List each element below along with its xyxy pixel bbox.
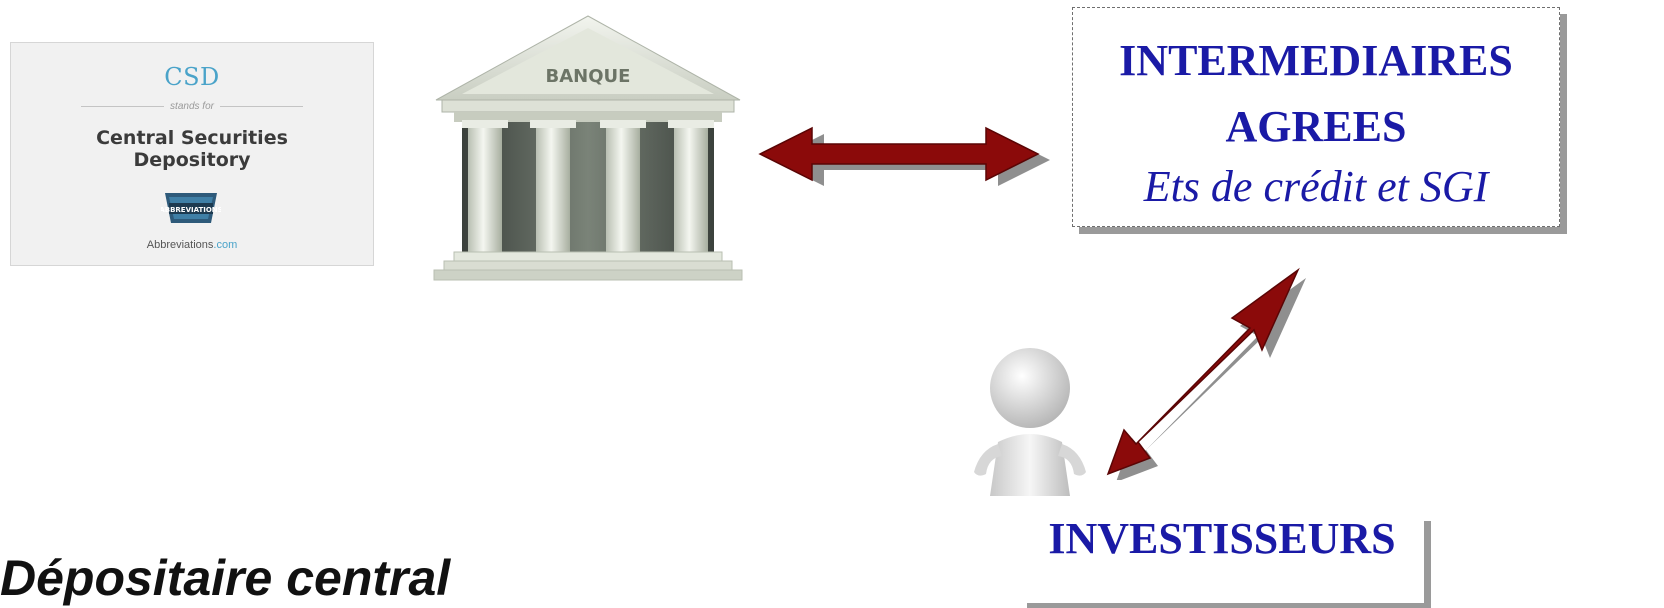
bank-columns — [462, 120, 714, 252]
intermediaires-detail: Ets de crédit et SGI — [1143, 162, 1489, 211]
intermediaires-box: INTERMEDIAIRES AGREES Ets de crédit et S… — [1072, 7, 1560, 227]
csd-stands-for: stands for — [81, 101, 304, 112]
csd-site-name: Abbreviations.com — [11, 239, 373, 251]
investisseurs-label: INVESTISSEURS — [1048, 514, 1396, 563]
stands-for-label: stands for — [170, 101, 214, 112]
site-name: Abbreviations — [146, 239, 214, 251]
abbreviations-logo-icon: ABBREVIATIONS — [161, 193, 221, 223]
abbreviations-logo-text: ABBREVIATIONS — [161, 206, 221, 214]
diagonal-double-arrow-icon — [1106, 267, 1306, 480]
csd-card: CSD stands for Central Securities Deposi… — [10, 42, 374, 266]
csd-full-name-line2: Depository — [133, 149, 251, 171]
divider-right — [219, 106, 304, 107]
csd-full-name: Central Securities Depository — [11, 127, 373, 171]
csd-abbreviation: CSD — [164, 63, 220, 91]
site-tld: .com — [213, 239, 238, 251]
intermediaires-subtitle: AGREES — [1225, 102, 1407, 151]
divider-left — [81, 106, 165, 107]
slide-heading: Dépositaire central — [0, 550, 451, 606]
double-headed-arrow-icon — [758, 126, 1050, 186]
bank-label: BANQUE — [546, 66, 631, 87]
csd-full-name-line1: Central Securities — [96, 127, 288, 149]
investisseurs-box: INVESTISSEURS — [1020, 514, 1424, 603]
bank-building-icon: BANQUE — [433, 15, 743, 281]
intermediaires-title: INTERMEDIAIRES — [1119, 36, 1513, 85]
person-figure-icon — [974, 348, 1086, 496]
